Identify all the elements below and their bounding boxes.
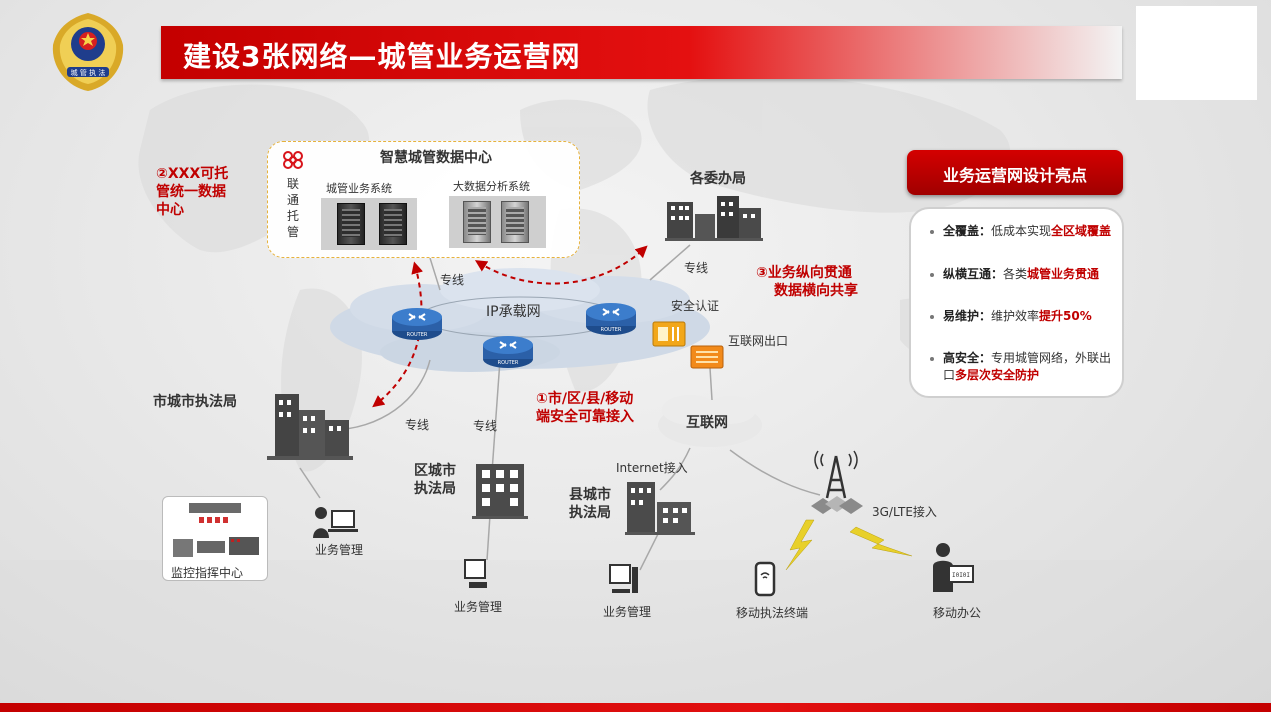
police-emblem-icon: 城 管 执 法 <box>52 13 124 91</box>
monitor-equipment-icon <box>173 503 259 557</box>
internet-cloud <box>658 395 762 447</box>
logo-text: 城 管 执 法 <box>71 68 106 77</box>
title-bar: 建设3张网络—城管业务运营网 <box>161 26 1122 79</box>
private-line-label: 专线 <box>440 273 465 287</box>
district-bureau-label: 区城市执法局 <box>414 463 456 497</box>
gov-offices-label: 各委办局 <box>690 171 746 187</box>
internet-exit-label: 互联网出口 <box>728 334 789 348</box>
desktop-pc-icon <box>464 559 487 588</box>
cell-tower-icon <box>811 450 863 514</box>
gov-offices-building-icon <box>665 196 763 241</box>
business-system-label: 城管业务系统 <box>326 182 392 195</box>
ip-network-label: IP承载网 <box>486 304 541 320</box>
data-center-title: 智慧城管数据中心 <box>380 150 492 166</box>
annotation-secure-access: ①市/区/县/移动端安全可靠接入 <box>536 391 634 425</box>
private-line-label: 专线 <box>405 418 430 432</box>
mobile-office-label: 移动办公 <box>933 606 982 620</box>
firewall-icon <box>690 345 724 369</box>
router-icon: ROUTER <box>483 336 533 368</box>
person-laptop-icon <box>313 507 358 538</box>
city-bureau-building-icon <box>267 394 353 460</box>
highlights-header: 业务运营网设计亮点 <box>907 150 1123 195</box>
server-rack-icon <box>449 196 546 248</box>
unicom-hosted-label: 联通托管 <box>286 177 299 239</box>
svg-text:ROUTER: ROUTER <box>601 327 622 333</box>
mobile-phone-icon <box>754 561 776 597</box>
router-icon: ROUTER <box>392 308 442 340</box>
annotation-vertical-horizontal: ③业务纵向贯通数据横向共享 <box>756 265 858 299</box>
highlight-item: 易维护：维护效率提升50% <box>930 308 1121 325</box>
district-bureau-building-icon <box>472 464 528 519</box>
security-auth-label: 安全认证 <box>671 299 720 313</box>
internet-access-label: Internet接入 <box>616 461 688 475</box>
svg-text:ROUTER: ROUTER <box>498 360 519 366</box>
server-rack-icon <box>321 198 417 250</box>
bigdata-system-label: 大数据分析系统 <box>453 180 530 193</box>
highlight-item: 全覆盖：低成本实现全区域覆盖 <box>930 223 1121 240</box>
china-unicom-logo-icon <box>283 151 303 169</box>
svg-text:ROUTER: ROUTER <box>407 332 428 338</box>
city-bureau-label: 市城市执法局 <box>153 394 237 410</box>
blank-panel <box>1136 6 1257 100</box>
monitor-center-box: 监控指挥中心 <box>162 496 268 581</box>
footer-bar <box>0 703 1271 712</box>
county-bureau-label: 县城市执法局 <box>569 487 611 521</box>
highlights-panel: 全覆盖：低成本实现全区域覆盖 纵横互通：各类城管业务贯通 易维护：维护效率提升5… <box>909 207 1124 398</box>
business-mgmt-label: 业务管理 <box>603 605 652 619</box>
mobile-terminal-label: 移动执法终端 <box>736 606 809 620</box>
desktop-pc-icon <box>609 564 638 593</box>
business-mgmt-label: 业务管理 <box>454 600 503 614</box>
annotation-xxx-data-center: ②XXX可托管统一数据中心 <box>156 166 229 218</box>
page-title: 建设3张网络—城管业务运营网 <box>183 40 581 73</box>
private-line-label: 专线 <box>684 261 709 275</box>
mobile-office-person-icon: I0I0I <box>933 543 974 592</box>
monitor-center-label: 监控指挥中心 <box>171 566 244 580</box>
highlight-item: 高安全：专用城管网络，外联出口多层次安全防护 <box>930 350 1121 384</box>
data-center-box: 智慧城管数据中心 联通托管 城管业务系统 大数据分析系统 <box>267 141 580 258</box>
router-icon: ROUTER <box>586 303 636 335</box>
county-bureau-building-icon <box>625 482 695 535</box>
svg-text:I0I0I: I0I0I <box>952 572 970 579</box>
highlight-item: 纵横互通：各类城管业务贯通 <box>930 266 1121 283</box>
private-line-label: 专线 <box>473 419 498 433</box>
firewall-icon <box>652 321 686 347</box>
3g-lte-access-label: 3G/LTE接入 <box>872 505 937 519</box>
internet-label: 互联网 <box>686 415 728 431</box>
business-mgmt-label: 业务管理 <box>315 543 364 557</box>
